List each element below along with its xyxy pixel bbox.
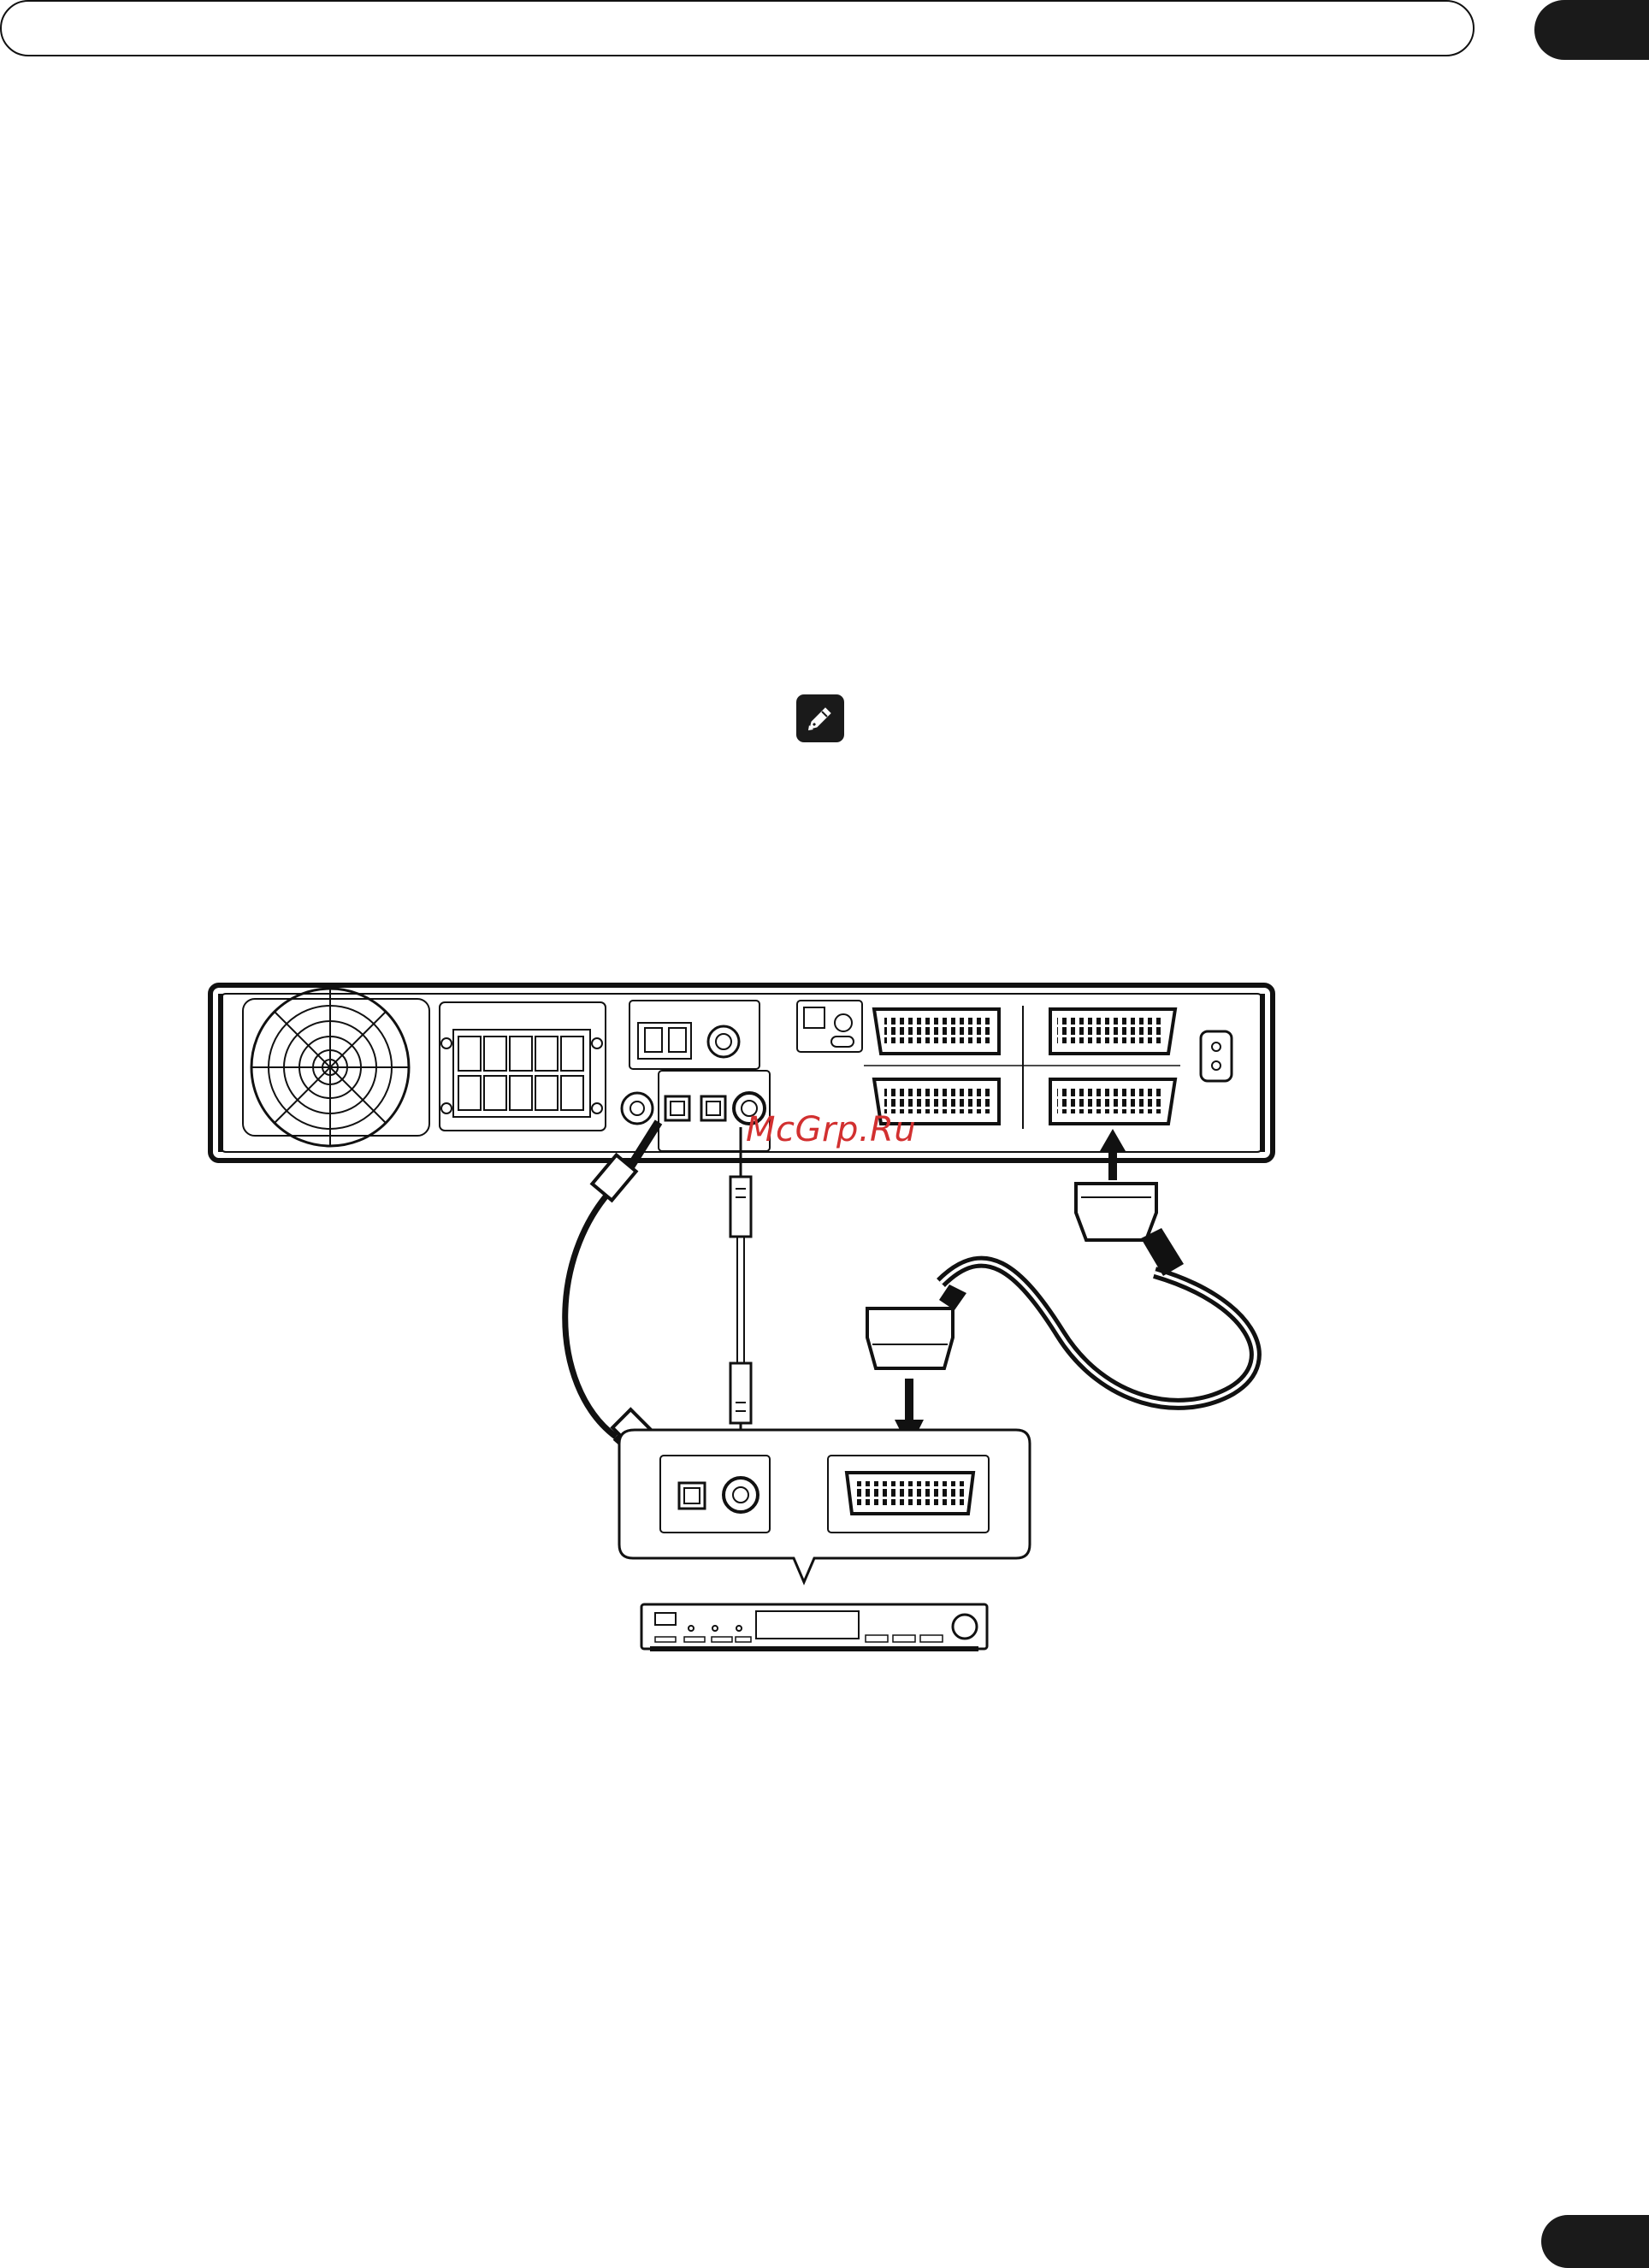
watermark-text: McGrp.Ru	[746, 1110, 916, 1149]
coaxial-cable	[730, 1127, 751, 1473]
connection-arrows	[895, 1129, 1126, 1449]
receiver-callout	[619, 1430, 1030, 1582]
scart-cable	[867, 1184, 1256, 1404]
av-receiver	[641, 1604, 987, 1649]
